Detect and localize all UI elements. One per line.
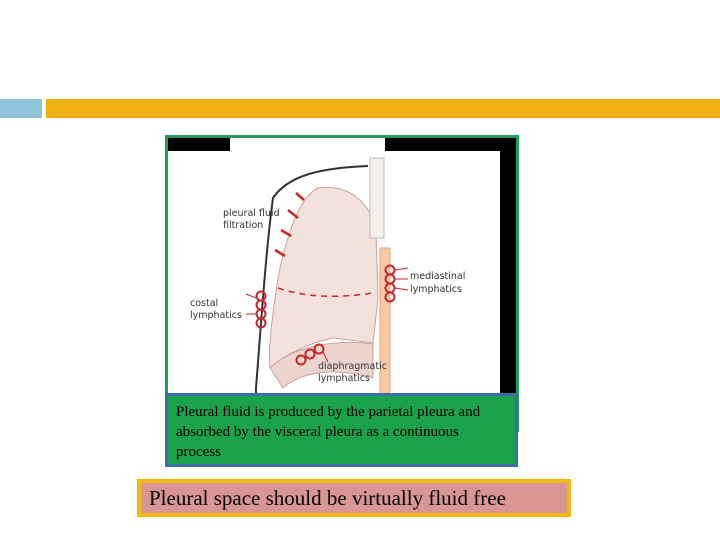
label-mediastinal-1: mediastinal: [410, 271, 465, 282]
accent-bar-top: [46, 99, 720, 118]
note-box: Pleural space should be virtually fluid …: [137, 479, 571, 517]
mediastinal-lymphatic-nodes: [384, 264, 396, 303]
diaphragmatic-lymphatic-nodes: [295, 343, 325, 366]
lung-illustration: pleural fluid filtration mediastinal lym…: [168, 138, 500, 429]
label-diaphragmatic-2: lymphatics: [318, 373, 370, 384]
filtration-arrows: [274, 192, 305, 258]
note-text: Pleural space should be virtually fluid …: [149, 486, 506, 510]
label-filtration-1: pleural fluid: [223, 208, 280, 219]
label-diaphragmatic-1: diaphragmatic: [318, 361, 387, 372]
accent-bar-left: [0, 99, 42, 118]
costal-lymphatic-nodes: [255, 290, 267, 329]
label-costal-2: lymphatics: [190, 310, 242, 321]
label-mediastinal-2: lymphatics: [410, 284, 462, 295]
caption-text: Pleural fluid is produced by the parieta…: [176, 404, 481, 460]
label-filtration-2: filtration: [223, 220, 263, 231]
lymphatic-arrows: [245, 267, 409, 363]
caption-box: Pleural fluid is produced by the parieta…: [165, 393, 518, 467]
pleura-diagram: pleural fluid filtration mediastinal lym…: [165, 135, 519, 432]
label-costal-1: costal: [190, 298, 218, 309]
